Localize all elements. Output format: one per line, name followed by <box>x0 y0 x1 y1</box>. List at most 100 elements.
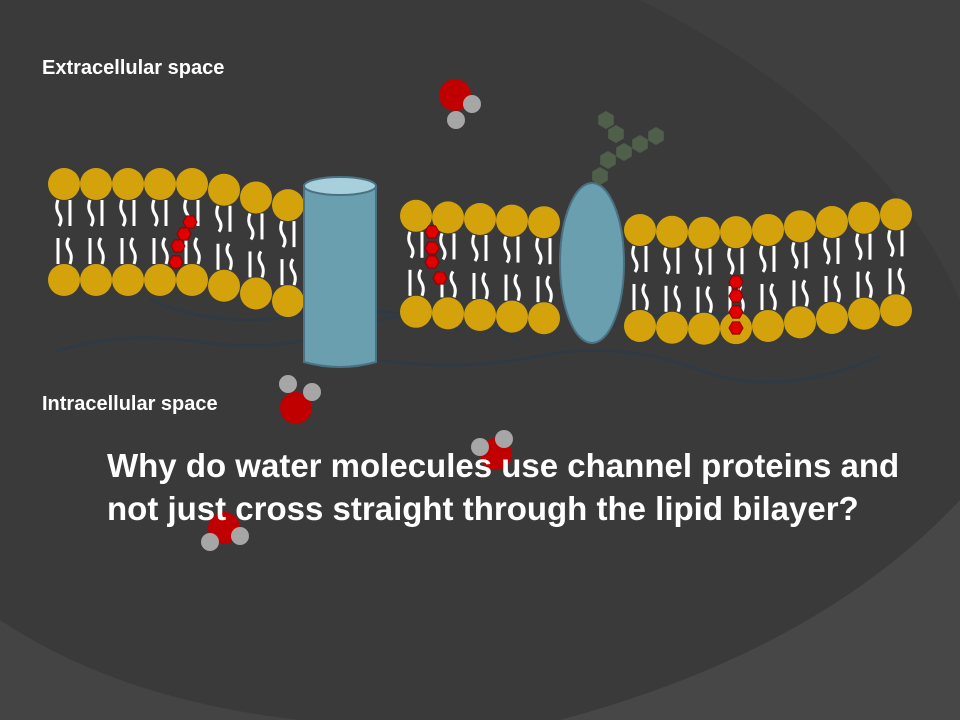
phospholipid-head <box>208 173 240 206</box>
phospholipid-head <box>80 264 112 296</box>
phospholipid-head <box>496 300 528 333</box>
phospholipid-head <box>752 309 784 342</box>
phospholipid-tail <box>673 284 681 313</box>
lipid-bilayer <box>48 168 912 345</box>
phospholipid-tail <box>823 237 831 265</box>
phospholipid-tail <box>225 242 233 271</box>
phospholipid-tail <box>55 199 63 227</box>
phospholipid-head <box>688 312 720 345</box>
phospholipid-tail <box>513 273 521 302</box>
phospholipid-tail <box>279 220 287 248</box>
phospholipid-tail <box>791 241 799 270</box>
phospholipid-tail <box>151 199 159 227</box>
phospholipid-tail <box>65 237 73 265</box>
phospholipid-head <box>144 168 176 200</box>
phospholipid-tail <box>257 250 265 278</box>
phospholipid-tail <box>193 237 201 265</box>
phospholipid-head <box>112 264 144 296</box>
sugar-hexagon <box>648 127 664 145</box>
phospholipid-head <box>112 168 144 200</box>
hydrogen-atom <box>463 95 481 113</box>
cholesterol-ring <box>182 215 198 229</box>
channel-protein-icon <box>303 176 377 368</box>
cholesterol-ring <box>728 321 744 335</box>
phospholipid-tail <box>887 229 895 258</box>
phospholipid-head <box>272 189 304 222</box>
phospholipid-head <box>784 210 816 243</box>
phospholipid-head <box>464 203 496 235</box>
cholesterol-ring <box>728 305 744 319</box>
hydrogen-atom <box>201 533 219 551</box>
phospholipid-head <box>400 295 432 328</box>
intracellular-space-label: Intracellular space <box>42 393 218 415</box>
phospholipid-head <box>432 297 464 330</box>
hydrogen-atom <box>279 375 297 393</box>
cholesterol-ring <box>728 275 744 289</box>
phospholipid-head <box>688 216 720 249</box>
phospholipid-head <box>432 201 464 234</box>
phospholipid-head <box>656 215 688 248</box>
phospholipid-tail <box>289 258 297 286</box>
cholesterol-icon <box>168 215 198 269</box>
water-molecules <box>201 79 513 551</box>
phospholipid-tail <box>855 233 863 261</box>
cholesterol-ring <box>432 271 448 285</box>
phospholipid-head <box>176 168 208 200</box>
phospholipid-tail <box>727 247 735 275</box>
cholesterol-icon <box>424 225 448 285</box>
phospholipid-head <box>240 181 272 214</box>
phospholipid-tail <box>129 237 137 265</box>
cholesterol-ring <box>176 227 192 241</box>
phospholipid-head <box>816 301 848 334</box>
phospholipid-tail <box>663 247 671 275</box>
phospholipid-tail <box>97 237 105 265</box>
phospholipid-head <box>848 297 880 330</box>
phospholipid-tail <box>449 270 457 298</box>
phospholipid-tail <box>407 231 415 259</box>
sugar-hexagon <box>592 167 608 185</box>
cholesterol-ring <box>424 225 440 239</box>
phospholipid-head <box>48 168 80 200</box>
water-molecule-icon <box>201 512 249 551</box>
water-molecule-icon <box>279 375 321 424</box>
phospholipid-tail <box>545 275 553 303</box>
phospholipid-tail <box>119 199 127 227</box>
phospholipid-tail <box>439 232 447 261</box>
phospholipid-head <box>624 310 656 342</box>
sugar-hexagon <box>632 135 648 153</box>
sugar-hexagon <box>600 151 616 169</box>
phospholipid-head <box>464 299 496 331</box>
phospholipid-head <box>880 294 912 327</box>
phospholipid-tail <box>417 268 425 297</box>
extracellular-space-label: Extracellular space <box>42 57 225 79</box>
cholesterol-ring <box>168 255 184 269</box>
question-text: Why do water molecules use channel prote… <box>107 447 900 527</box>
phospholipid-tail <box>87 199 95 227</box>
phospholipid-head <box>48 264 80 296</box>
cholesterol-ring <box>170 239 186 253</box>
phospholipid-head <box>240 277 272 310</box>
hydrogen-atom <box>495 430 513 448</box>
phospholipid-tail <box>695 248 703 276</box>
phospholipid-tail <box>247 212 255 241</box>
phospholipid-tail <box>833 275 841 303</box>
phospholipid-tail <box>503 236 511 264</box>
phospholipid-tail <box>535 237 543 266</box>
phospholipid-head <box>272 285 304 318</box>
oxygen-atom <box>280 392 312 424</box>
phospholipid-tail <box>631 245 639 273</box>
phospholipid-head <box>80 168 112 200</box>
phospholipid-tail <box>801 279 809 307</box>
phospholipid-tail <box>215 205 223 233</box>
water-molecule-icon <box>439 79 481 129</box>
phospholipid-head <box>848 201 880 234</box>
phospholipid-tail <box>481 272 489 300</box>
phospholipid-head <box>528 206 560 239</box>
phospholipid-tail <box>705 285 713 314</box>
glycoprotein-icon <box>559 111 664 344</box>
phospholipid-head <box>176 264 208 296</box>
sugar-hexagon <box>598 111 614 129</box>
phospholipid-head <box>880 198 912 231</box>
phospholipid-tail <box>897 267 905 295</box>
